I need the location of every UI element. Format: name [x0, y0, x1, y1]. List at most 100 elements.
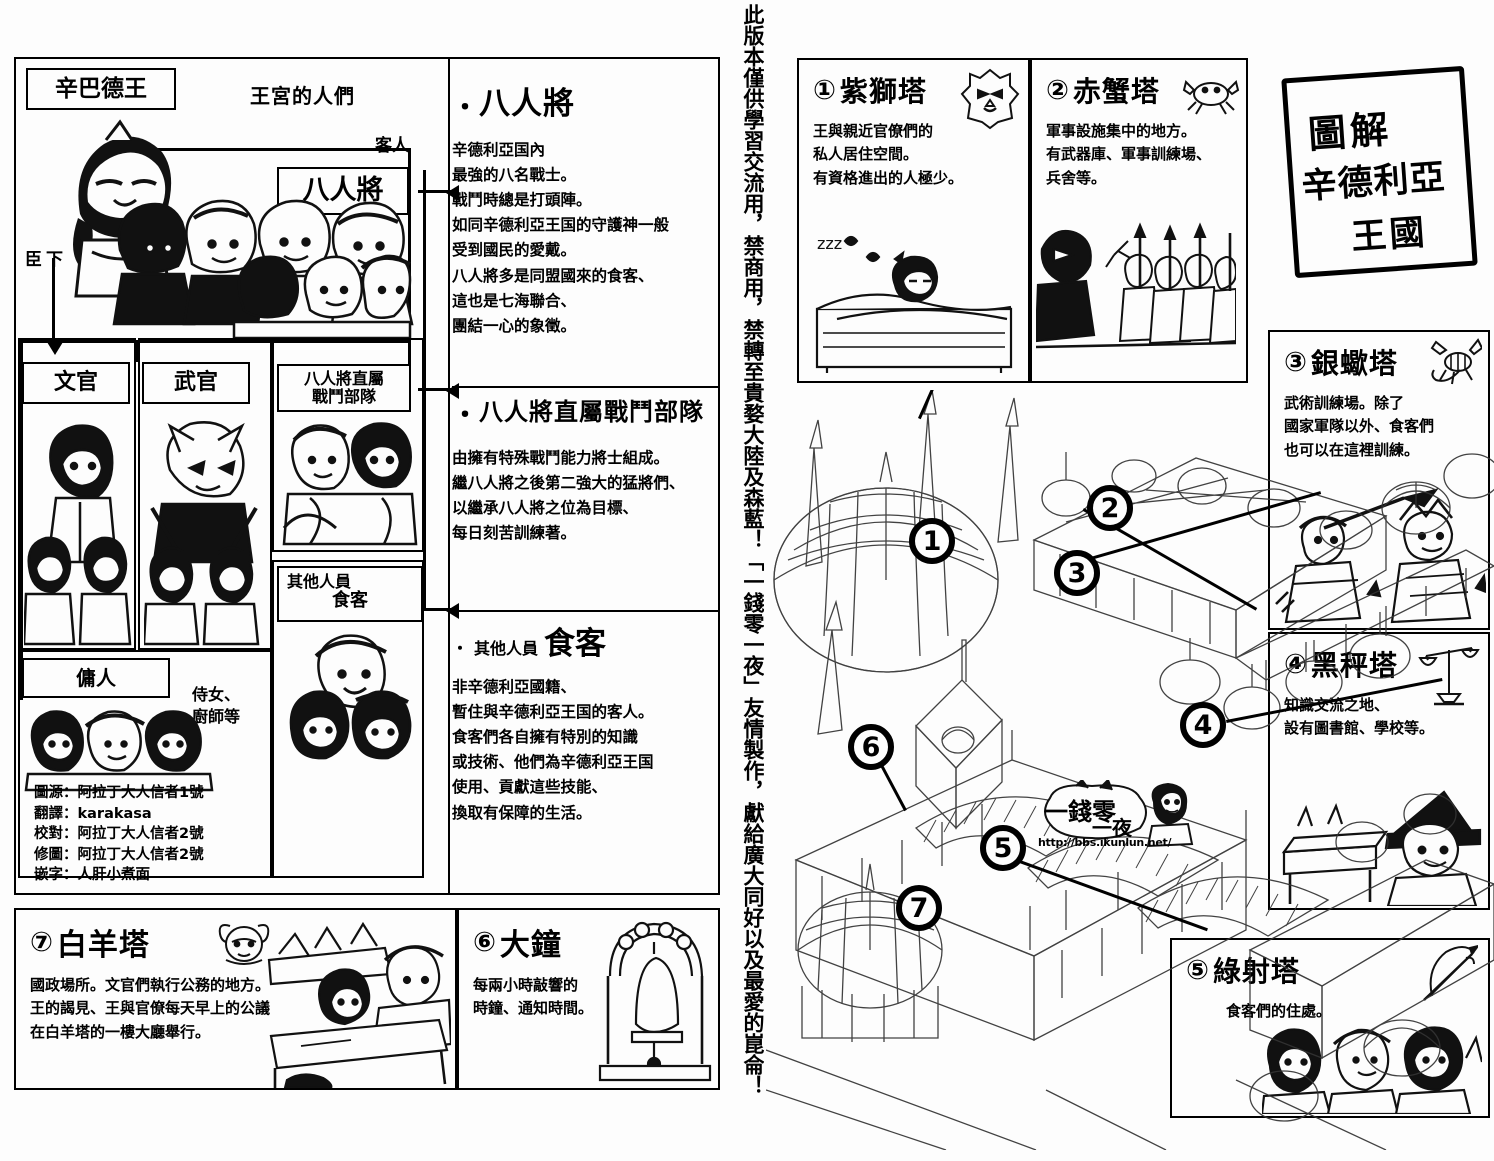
tower2-name: 赤蟹塔 [1072, 75, 1160, 108]
crab-icon [1182, 68, 1240, 120]
tower3-name: 銀蠍塔 [1310, 347, 1398, 380]
org-servant-frame [18, 650, 272, 878]
tower3-body: 武術訓練場。除了 國家軍隊以外、食客們 也可以在這裡訓練。 [1284, 394, 1435, 459]
org-top-connector [143, 148, 411, 151]
panel7-name: 白羊塔 [56, 928, 150, 963]
section-direct-unit-body: 由擁有特殊戰鬥能力將士組成。 繼八人將之後第二強大的猛將們、 以繼承八人將之位為… [452, 448, 685, 542]
map-marker-5[interactable]: 5 [980, 825, 1026, 871]
section-eight-generals-heading: ・八人將 [452, 78, 718, 124]
direct-combat-unit-art [280, 418, 418, 546]
ram-head-icon [216, 916, 272, 974]
bullet-dot: ・ [452, 639, 469, 658]
map-marker-4[interactable]: 4 [1180, 702, 1226, 748]
panel7-body: 國政場所。文官們執行公務的地方。 王的謁見、王與官僚每天早上的公議 在白羊塔的一… [30, 976, 271, 1041]
tower5-guests-art [1262, 1018, 1482, 1114]
king-box: 辛巴德王 [26, 68, 176, 110]
page-title-line1: 圖解 [1306, 107, 1394, 157]
section-guests-title: 食客 [544, 626, 607, 662]
eight-generals-arrow [418, 185, 459, 201]
other-members-line2: 食客 [332, 590, 368, 612]
military-officer-box: 武官 [142, 362, 250, 404]
section-guests-prefix: 其他人員 [474, 639, 539, 658]
civil-officers-art [24, 412, 132, 647]
org-civil-spine [20, 340, 23, 700]
tower1-header: ① 紫獅塔 [813, 70, 1014, 110]
tower-panel-purple-lion: ① 紫獅塔 王與親近官僚們的 私人居住空間。 有資格進出的人極少。 zzz [797, 58, 1030, 383]
organization-chart-diagram-area [14, 57, 450, 895]
map-marker-6[interactable]: 6 [848, 724, 894, 770]
bullet-dot: ・ [452, 93, 480, 123]
map-marker-3[interactable]: 3 [1054, 550, 1100, 596]
map-marker-1[interactable]: 1 [909, 518, 955, 564]
org-right-drop [408, 148, 411, 368]
tower3-number: ③ [1284, 346, 1307, 378]
map-marker-7[interactable]: 7 [896, 885, 942, 931]
panel6-name: 大鐘 [499, 928, 562, 963]
servant-box: 傭人 [22, 658, 170, 698]
section-eight-generals-title: 八人將 [479, 86, 576, 122]
subordinate-arrow [47, 258, 63, 355]
panel6-number: ⑥ [473, 926, 496, 958]
section-eight-generals: ・八人將 辛德利亞国內 最強的八名戰士。 戰鬥時總是打頭陣。 如同辛德利亞王国的… [452, 78, 718, 339]
tower3-header: ③ 銀蠍塔 [1284, 342, 1474, 382]
tower-panel-green-archer: ⑤ 綠射塔 食客們的住處。 [1170, 938, 1490, 1118]
org-civil-frame [18, 338, 136, 650]
section-direct-unit-heading: ・八人將直屬戰鬥部隊 [452, 392, 718, 432]
page-title-stamp: 圖解 辛德利亞 王國 [1281, 65, 1478, 279]
tower5-body: 食客們的住處。 [1226, 1002, 1332, 1020]
scanlation-watermark: 一錢零 一夜 http://bbs.ikunlun.net/ [1036, 780, 1206, 860]
civil-officer-box: 文官 [22, 362, 130, 404]
direct-combat-unit-box: 八人將直屬 戰鬥部隊 [277, 364, 411, 412]
page-title-line3: 王國 [1350, 212, 1429, 259]
other-members-line1: 其他人員 [287, 572, 352, 591]
section-guests-body: 非辛德利亞國籍、 暫住與辛德利亞王国的客人。 食客們各自擁有特別的知識 或技術、… [452, 678, 654, 822]
tower-panel-great-bell: ⑥ 大鐘 每兩小時敲響的 時鐘、通知時間。 [457, 908, 720, 1090]
sindria-palace-map: 1 2 3 4 5 6 7 [766, 390, 1494, 1150]
servants-art [24, 700, 214, 792]
panel7-officials-art [261, 912, 451, 1088]
watermark-text-part2: 一夜 [1092, 816, 1132, 840]
bullet-dot: ・ [452, 400, 480, 431]
subordinate-label: 臣下 [25, 250, 67, 270]
panel6-header: ⑥ 大鐘 [473, 920, 704, 964]
military-officers-art [144, 412, 266, 647]
map-line-art [766, 390, 1494, 1150]
tower5-header: ⑤ 綠射塔 [1186, 950, 1474, 990]
watermark-url: http://bbs.ikunlun.net/ [1038, 836, 1172, 849]
tower5-number: ⑤ [1186, 954, 1209, 986]
section-divider-2 [452, 610, 720, 612]
servant-subtypes-label: 侍女、 廚師等 [192, 685, 241, 726]
tower2-header: ② 赤蟹塔 [1046, 70, 1232, 110]
tower2-body: 軍事設施集中的地方。 有武器庫、軍事訓練場、 兵舍等。 [1046, 122, 1212, 187]
vertical-disclaimer-note: 此版本僅供學習交流用，禁商用，禁轉至貴婺大陸及森藍！「一錢零一夜」友情製作，獻給… [741, 4, 764, 1096]
bow-arrow-icon [1420, 944, 1481, 1008]
eight-generals-lower-row-art [232, 248, 412, 338]
org-direct-unit-frame [272, 338, 424, 552]
section-direct-unit: ・八人將直屬戰鬥部隊 由擁有特殊戰鬥能力將士組成。 繼八人將之後第二強大的猛將們… [452, 392, 718, 546]
svg-text:zzz: zzz [817, 234, 842, 253]
palace-people-title: 王宮的人們 [250, 84, 355, 108]
page-title-line2: 辛德利亞 [1300, 157, 1447, 208]
direct-unit-arrow [418, 383, 459, 399]
section-divider-1 [452, 386, 720, 388]
guest-label: 客人 [375, 136, 409, 156]
tower1-number: ① [813, 74, 836, 106]
panel6-body: 每兩小時敲響的 時鐘、通知時間。 [473, 976, 594, 1018]
tower4-name: 黑秤塔 [1310, 649, 1398, 682]
org-mid-connector [20, 340, 410, 343]
tower5-name: 綠射塔 [1212, 955, 1300, 988]
map-marker-2[interactable]: 2 [1087, 485, 1133, 531]
section-eight-generals-body: 辛德利亞国內 最強的八名戰士。 戰鬥時總是打頭陣。 如同辛德利亞王国的守護神一般… [452, 141, 670, 335]
section-guests-heading: ・ 其他人員 食客 [452, 618, 718, 663]
tower2-soldiers-art [1036, 215, 1236, 375]
tower1-sleeping-king-art: zzz [807, 223, 1019, 373]
tower1-name: 紫獅塔 [839, 75, 927, 108]
tower1-body: 王與親近官僚們的 私人居住空間。 有資格進出的人極少。 [813, 122, 964, 187]
org-mil-frame [138, 338, 272, 650]
org-mil-spine [136, 340, 139, 362]
bell-icon [596, 914, 714, 1086]
other-members-box: 其他人員 食客 [277, 566, 423, 622]
watermark-text-part1: 一錢零 [1044, 798, 1116, 826]
section-guests: ・ 其他人員 食客 非辛德利亞國籍、 暫住與辛德利亞王国的客人。 食客們各自擁有… [452, 618, 718, 826]
